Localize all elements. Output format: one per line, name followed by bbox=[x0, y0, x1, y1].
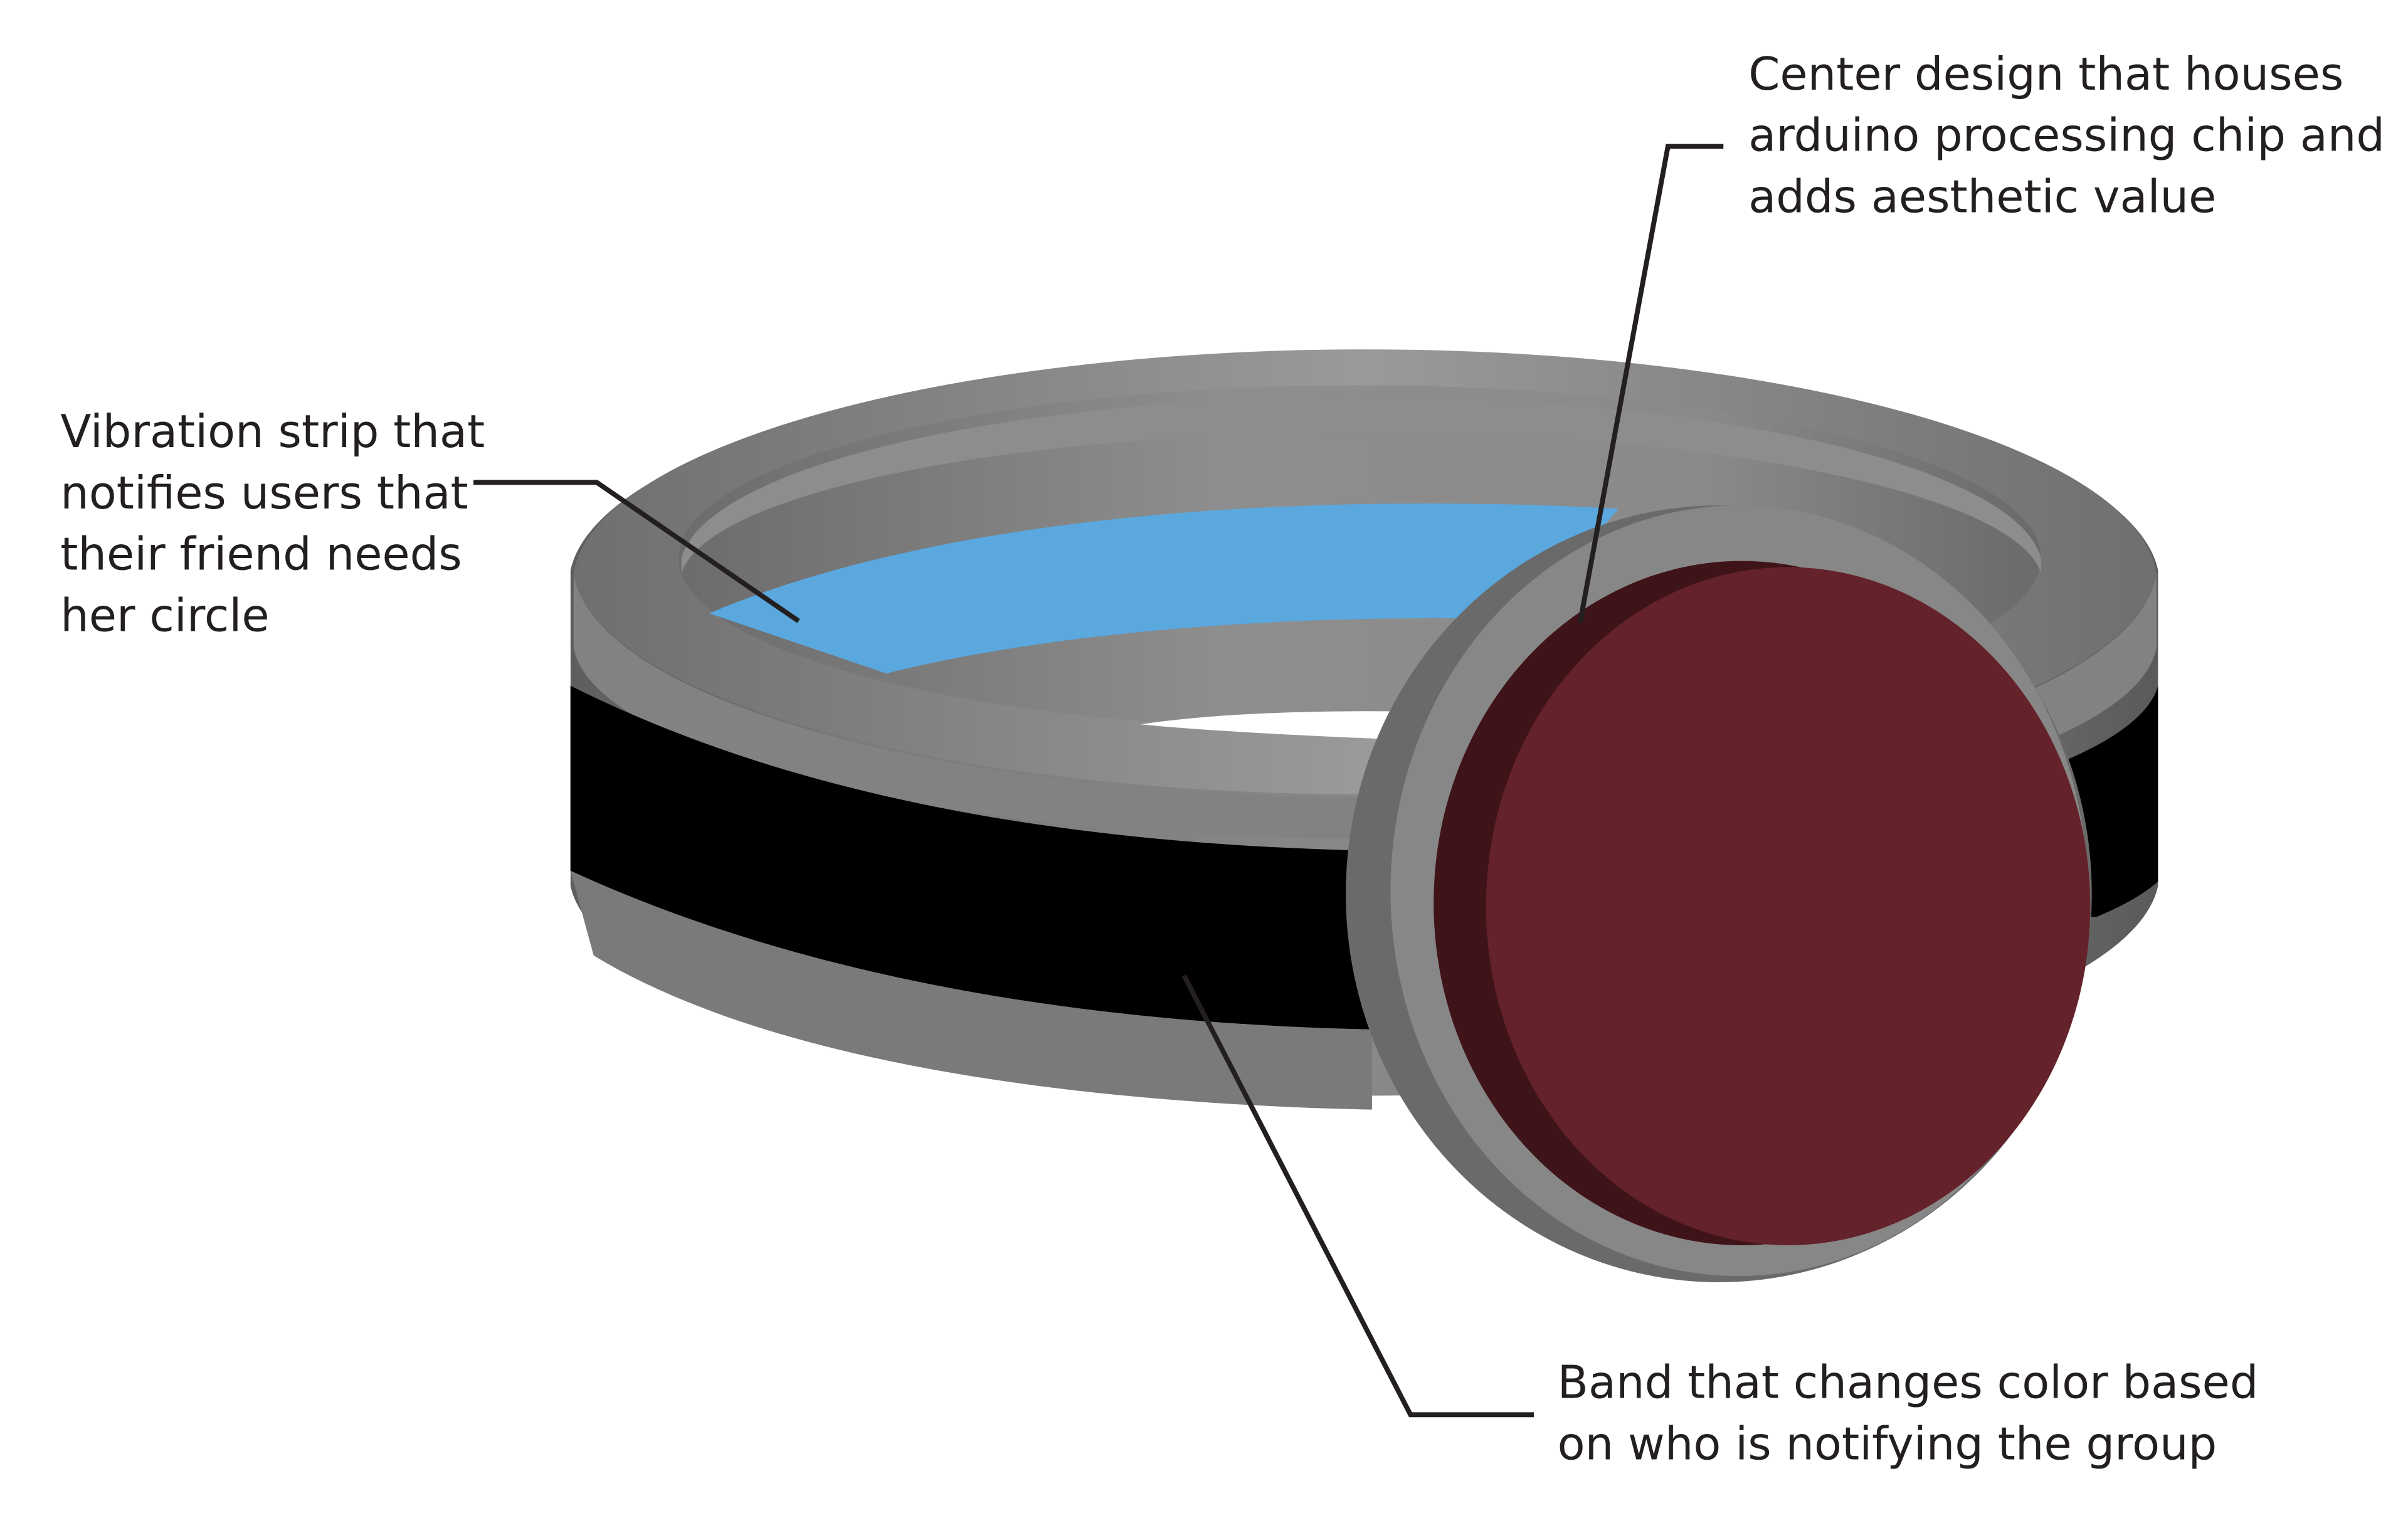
leader-vibration-strip bbox=[473, 480, 800, 623]
callout-line: Vibration strip that bbox=[60, 405, 485, 458]
ring-inner-back bbox=[681, 396, 2041, 574]
leader-center-design bbox=[1577, 144, 1724, 623]
callout-line: on who is notifying the group bbox=[1558, 1418, 2217, 1470]
center-stone bbox=[1486, 567, 2091, 1245]
callout-line: arduino processing chip and bbox=[1748, 109, 2385, 162]
callout-center-design: Center design that houses arduino proces… bbox=[1748, 48, 2399, 223]
callout-line: their friend needs bbox=[60, 528, 462, 581]
callout-line: her circle bbox=[60, 589, 269, 641]
ring-lower-stripe bbox=[570, 870, 1372, 1110]
vibration-strip bbox=[709, 503, 1619, 674]
color-band-front bbox=[570, 685, 1372, 1030]
callout-line: adds aesthetic value bbox=[1748, 170, 2216, 223]
callout-vibration-strip: Vibration strip that notifies users that… bbox=[60, 405, 499, 642]
callout-line: notifies users that bbox=[60, 466, 468, 519]
leader-band bbox=[1181, 974, 1534, 1418]
callout-band: Band that changes color based on who is … bbox=[1558, 1356, 2273, 1470]
callout-line: Center design that houses bbox=[1748, 48, 2343, 100]
callout-line: Band that changes color based bbox=[1558, 1356, 2259, 1409]
